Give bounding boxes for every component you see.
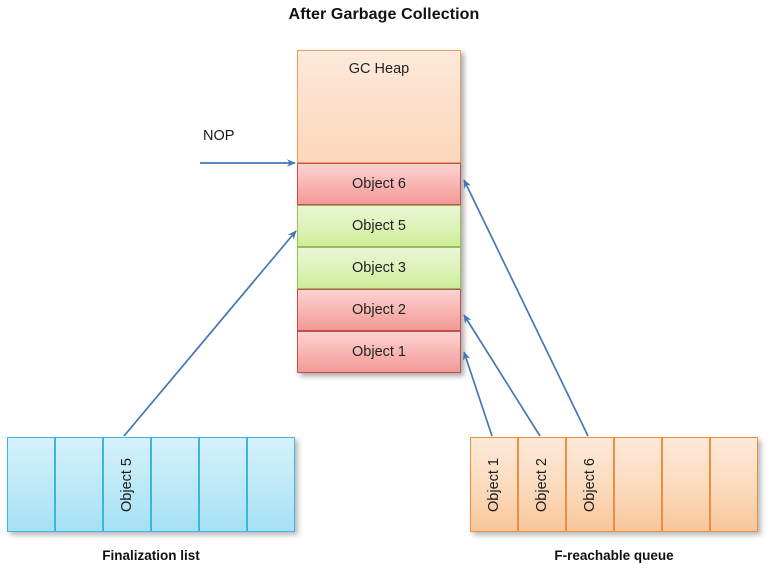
queue-cell-5 bbox=[662, 437, 710, 532]
finalization-cell-5 bbox=[199, 437, 247, 532]
heap-cell-object-5: Object 5 bbox=[297, 205, 461, 247]
heap-cell-label: Object 5 bbox=[352, 218, 406, 234]
arrow-queue-object6-to-heap bbox=[463, 179, 589, 437]
gc-heap-label: GC Heap bbox=[348, 61, 410, 77]
f-reachable-queue: Object 1 Object 2 Object 6 bbox=[470, 437, 758, 532]
heap-cell-label: Object 2 bbox=[352, 302, 406, 318]
queue-cell-6 bbox=[710, 437, 758, 532]
gc-heap-header-cell: GC Heap bbox=[297, 50, 461, 163]
finalization-cell-3: Object 5 bbox=[103, 437, 151, 532]
heap-cell-label: Object 6 bbox=[352, 176, 406, 192]
arrow-finalization-object5-to-heap bbox=[123, 230, 297, 437]
finalization-cell-2 bbox=[55, 437, 103, 532]
queue-cell-label: Object 6 bbox=[582, 457, 598, 512]
queue-cell-label: Object 2 bbox=[534, 457, 550, 512]
queue-cell-4 bbox=[614, 437, 662, 532]
heap-cell-object-2: Object 2 bbox=[297, 289, 461, 331]
nop-annotation-label: NOP bbox=[203, 128, 235, 144]
gc-heap-column: GC Heap Object 6 Object 5 Object 3 Objec… bbox=[297, 50, 461, 373]
heap-cell-label: Object 3 bbox=[352, 260, 406, 276]
finalization-list-caption: Finalization list bbox=[102, 548, 200, 563]
queue-cell-3: Object 6 bbox=[566, 437, 614, 532]
queue-cell-2: Object 2 bbox=[518, 437, 566, 532]
arrow-queue-object2-to-heap bbox=[463, 314, 541, 437]
finalization-cell-4 bbox=[151, 437, 199, 532]
heap-cell-object-3: Object 3 bbox=[297, 247, 461, 289]
page-title: After Garbage Collection bbox=[288, 6, 480, 23]
arrow-queue-object1-to-heap bbox=[462, 351, 493, 437]
heap-cell-object-6: Object 6 bbox=[297, 163, 461, 205]
heap-cell-label: Object 1 bbox=[352, 344, 406, 360]
queue-cell-1: Object 1 bbox=[470, 437, 518, 532]
queue-cell-label: Object 1 bbox=[486, 457, 502, 512]
finalization-cell-6 bbox=[247, 437, 295, 532]
finalization-cell-1 bbox=[7, 437, 55, 532]
f-reachable-queue-caption: F-reachable queue bbox=[554, 548, 674, 563]
heap-cell-object-1: Object 1 bbox=[297, 331, 461, 373]
finalization-list: Object 5 bbox=[7, 437, 295, 532]
finalization-cell-label: Object 5 bbox=[119, 457, 135, 512]
